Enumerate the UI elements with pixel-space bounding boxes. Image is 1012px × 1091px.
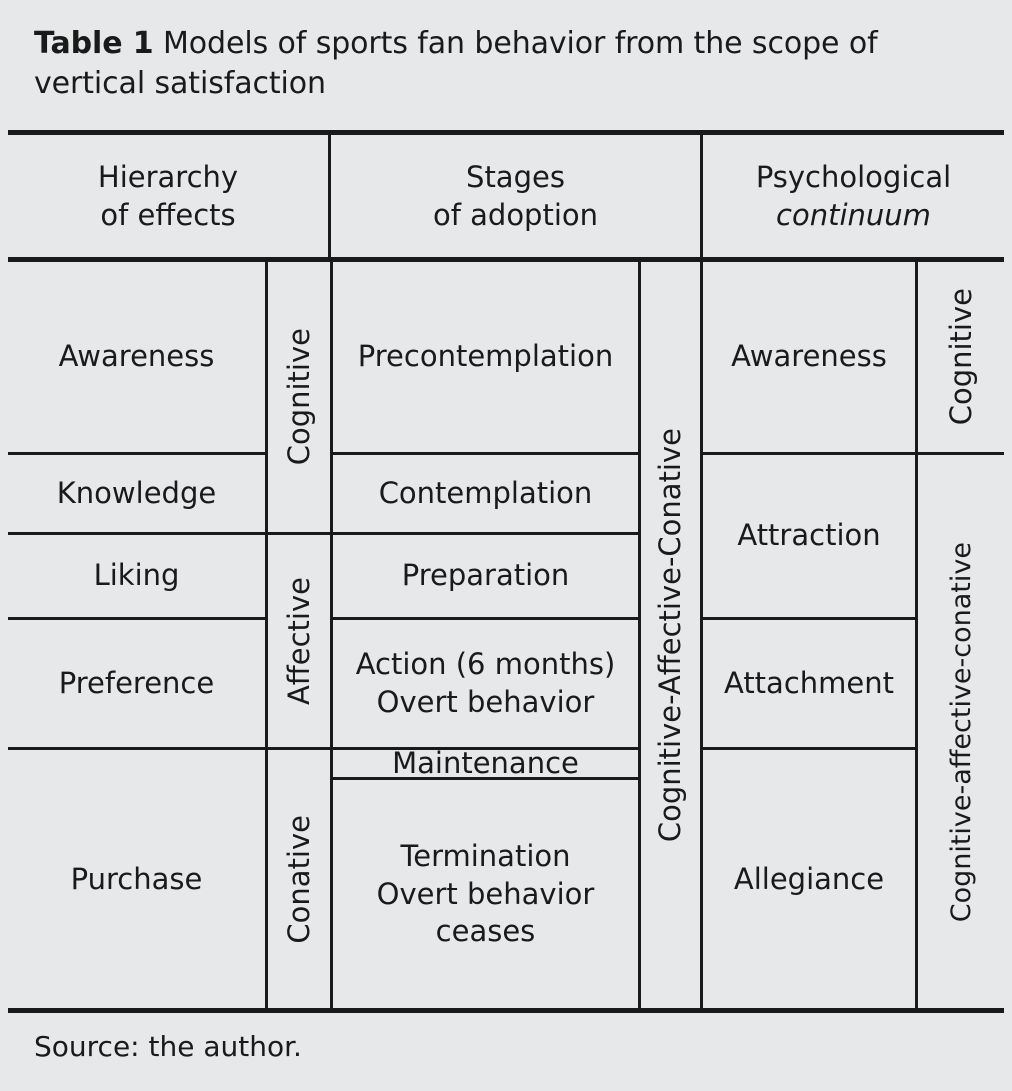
column-header-stages-of-adoption: Stages of adoption bbox=[328, 135, 700, 257]
band-hoe-cognitive: Cognitive bbox=[265, 262, 330, 532]
band-hoe-affective-label: Affective bbox=[281, 576, 316, 706]
cell-hoe-awareness: Awareness bbox=[58, 339, 215, 374]
cell-hoe-purchase: Purchase bbox=[8, 747, 265, 1009]
cell-soa-action-line1: Action (6 months) bbox=[355, 646, 616, 681]
cell-hoe-knowledge: Knowledge bbox=[8, 452, 265, 532]
cell-hoe-liking: Liking bbox=[8, 532, 265, 617]
rule-top bbox=[8, 130, 1004, 135]
source-text: Source: the author. bbox=[34, 1030, 302, 1063]
band-hoe-cognitive-label: Cognitive bbox=[281, 328, 316, 466]
band-soa-cognitive-affective-conative: Cognitive-Affective-Conative bbox=[638, 262, 700, 1009]
band-soa-label: Cognitive-Affective-Conative bbox=[653, 428, 687, 843]
cell-pc-awareness: Awareness bbox=[700, 262, 915, 452]
cell-soa-precontemplation: Precontemplation bbox=[330, 262, 638, 452]
band-hoe-conative: Conative bbox=[265, 747, 330, 1009]
cell-soa-maintenance: Maintenance bbox=[330, 746, 638, 780]
table-body: Awareness Knowledge Liking Preference Pu… bbox=[8, 262, 1004, 1009]
caption-text: Models of sports fan behavior from the s… bbox=[34, 26, 878, 101]
cell-pc-allegiance: Allegiance bbox=[700, 747, 915, 1009]
table-caption: Table 1 Models of sports fan behavior fr… bbox=[0, 0, 1012, 130]
column-header-stages-line2: of adoption bbox=[432, 198, 599, 232]
rule-bottom bbox=[8, 1008, 1004, 1013]
band-pc-cac-label: Cognitive-affective-conative bbox=[945, 541, 977, 923]
table-source-note: Source: the author. bbox=[0, 1013, 1012, 1091]
band-hoe-conative-label: Conative bbox=[281, 815, 316, 944]
rule-header-separator bbox=[8, 257, 1004, 262]
table-header-row: Hierarchy of effects Stages of adoption … bbox=[8, 135, 1004, 257]
band-hoe-affective: Affective bbox=[265, 532, 330, 747]
caption-label: Table 1 bbox=[34, 26, 154, 61]
column-header-psychological-continuum: Psychological continuum bbox=[700, 135, 1004, 257]
cell-soa-termination-line1: Termination bbox=[400, 838, 571, 873]
column-header-hierarchy-line2: of effects bbox=[100, 198, 236, 232]
column-header-continuum-line2: continuum bbox=[776, 198, 931, 232]
cell-soa-termination: Termination Overt behavior ceases bbox=[330, 777, 638, 1009]
cell-pc-attachment: Attachment bbox=[700, 617, 915, 747]
cell-pc-attraction: Attraction bbox=[700, 452, 915, 617]
band-pc-cognitive-affective-conative: Cognitive-affective-conative bbox=[915, 452, 1004, 1009]
band-pc-cognitive: Cognitive bbox=[915, 262, 1004, 452]
column-header-stages-line1: Stages bbox=[466, 159, 565, 194]
column-header-hierarchy-of-effects: Hierarchy of effects bbox=[8, 135, 328, 257]
cell-soa-termination-line3: ceases bbox=[435, 914, 536, 949]
column-header-continuum-line1: Psychological bbox=[755, 159, 952, 194]
cell-soa-termination-line2: Overt behavior bbox=[376, 876, 595, 911]
cell-soa-action: Action (6 months) Overt behavior bbox=[330, 617, 638, 747]
cell-hoe-preference: Preference bbox=[8, 617, 265, 747]
cell-soa-action-line2: Overt behavior bbox=[376, 684, 595, 719]
column-header-hierarchy-line1: Hierarchy bbox=[97, 159, 239, 194]
cell-soa-preparation: Preparation bbox=[330, 532, 638, 617]
cell-soa-contemplation: Contemplation bbox=[330, 452, 638, 532]
band-pc-cognitive-label: Cognitive bbox=[943, 288, 978, 426]
